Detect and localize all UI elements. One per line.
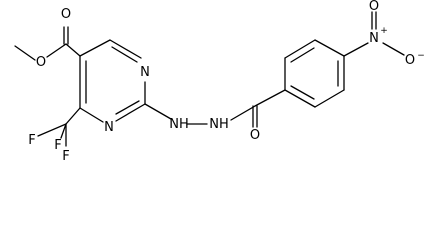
bond-ester-c-ring (65, 43, 81, 57)
chemical-structure: O O N N F F F NH NH O N + O O − (14, 0, 425, 164)
atom-nitro-o-top: O (369, 0, 379, 14)
atom-nh-right: NH (209, 117, 229, 132)
bond-ring-c6-n1 (109, 39, 142, 59)
bond-benz-3 (314, 39, 345, 57)
bond-ring-c6-n1-inner (111, 46, 138, 63)
bond-ring-n3-c4 (79, 107, 104, 123)
nitro-o-minus-charge: − (417, 51, 425, 61)
bond-cf3-f-top (60, 123, 67, 139)
bond-ring-c2-n3 (115, 103, 146, 122)
bond-ester-c-o (46, 43, 67, 58)
atom-ester-ether-o: O (36, 55, 46, 70)
atom-f-left: F (28, 133, 35, 148)
bond-benz-2-inner (290, 47, 315, 63)
bond-aryl-nitro (343, 42, 369, 57)
bond-cf3-f-left (37, 123, 67, 137)
atom-ester-carbonyl-o: O (61, 7, 71, 22)
bond-o-methyl (14, 45, 36, 61)
bond-benz-6 (284, 89, 316, 108)
atom-nitro-o-right: O (405, 53, 415, 68)
bond-c2-nh (144, 103, 172, 120)
bond-ring-c5-c6 (79, 39, 111, 57)
atom-amide-o: O (250, 128, 260, 143)
bond-nh-carbonyl (230, 105, 256, 121)
atom-nitro-n: N (369, 31, 379, 46)
bond-benz-5 (314, 89, 345, 108)
bond-carbonyl-aryl (254, 89, 286, 107)
atom-f-bottom: F (62, 149, 69, 164)
bond-c4-cf3 (65, 107, 81, 125)
atom-f-top: F (54, 138, 61, 153)
nitro-n-plus-charge: + (380, 26, 388, 36)
atom-ring-n1: N (140, 65, 150, 80)
bond-benz-6-inner (290, 85, 315, 100)
atom-nh-left: NH (169, 117, 189, 132)
structure-canvas: O O N N F F F NH NH O N + O O − (14, 0, 425, 164)
bond-ring-c2-n3-inner (115, 100, 140, 115)
atom-ring-n3: N (104, 120, 114, 135)
bond-nitro-o-right (382, 42, 405, 56)
bond-benz-2 (284, 39, 316, 59)
